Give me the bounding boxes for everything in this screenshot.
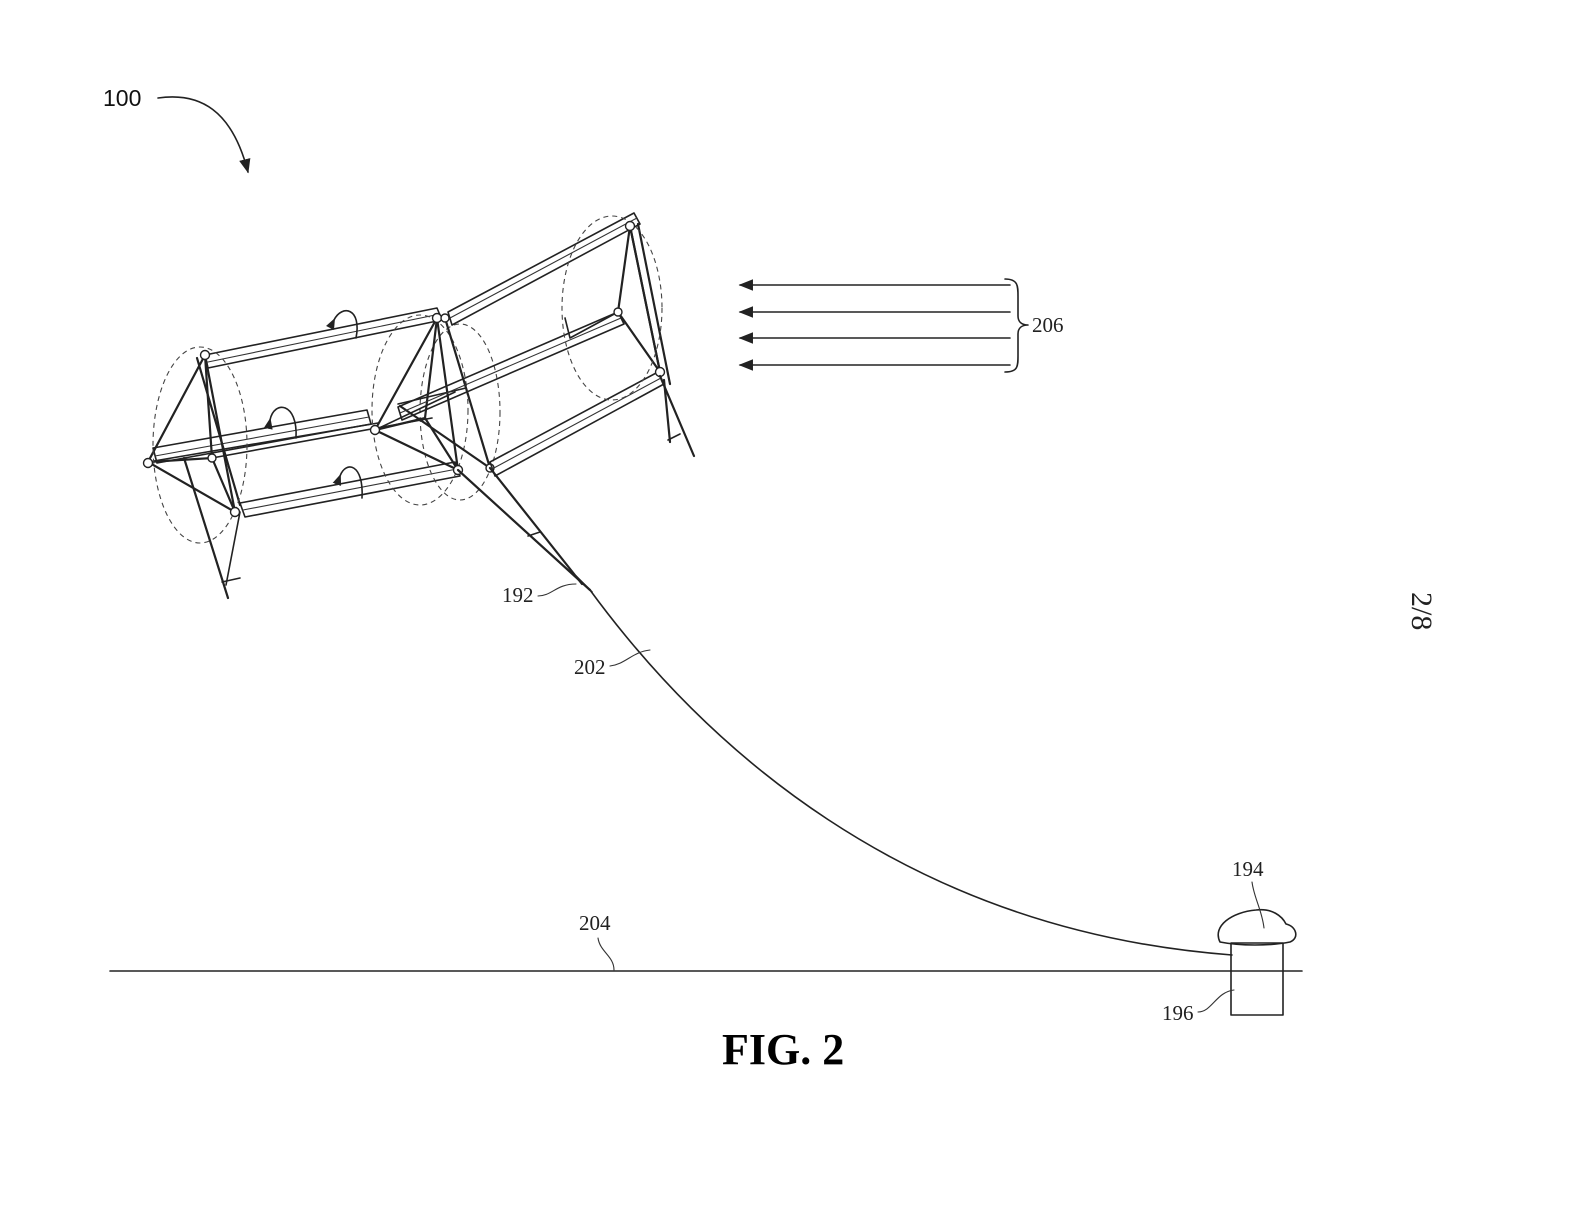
left-wing-module [142,307,461,600]
figure-caption: FIG. 2 [722,1025,844,1074]
label-ground-station-196: 196 [1162,1001,1194,1025]
leader-arrow-100 [157,96,251,174]
label-system-100: 100 [103,85,141,111]
wind-arrows [738,278,1029,373]
wind-brace [1004,278,1029,373]
sheet-number: 2/8 [1405,592,1438,630]
label-tether-202: 202 [574,655,606,679]
leader-192 [537,583,577,597]
label-ground-204: 204 [579,911,611,935]
ground-station-top [1217,908,1297,946]
right-wing-module [397,212,696,477]
leader-194 [1251,881,1265,929]
label-wind-206: 206 [1032,313,1064,337]
ground-station [1217,908,1297,1016]
label-tether-mount-192: 192 [502,583,534,607]
ground-station-base [1230,942,1284,1016]
tether-line [589,589,1233,956]
rotation-arrow-middle [263,406,297,439]
leader-202 [609,649,651,667]
leader-196 [1197,989,1235,1013]
centre-hub [369,312,593,593]
label-ground-station-194: 194 [1232,857,1264,881]
leader-204 [597,937,615,971]
kite-structure [142,212,696,600]
rotation-arrow-bottom [332,466,363,499]
rotation-arrow-top [325,310,358,339]
